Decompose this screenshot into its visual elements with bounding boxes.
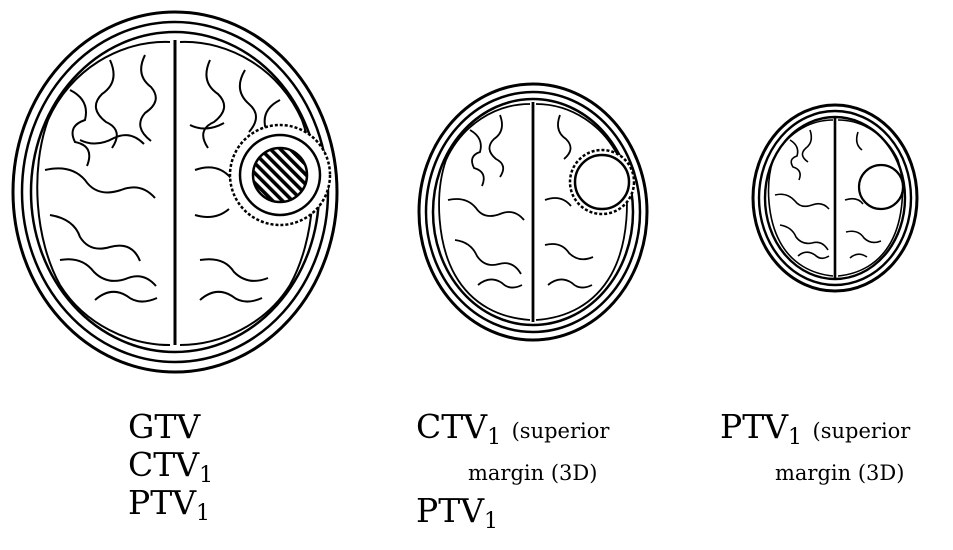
panel-3-labels: PTV1 (superior margin (3D): [720, 408, 910, 492]
head-axial-large: [13, 12, 337, 372]
ptv-cavity: [859, 165, 903, 209]
panel-1-labels: GTV CTV1 PTV1: [128, 408, 213, 522]
gtv-label: GTV: [128, 408, 213, 446]
head-axial-medium: [419, 84, 647, 340]
ctv1-margin-note: margin (3D): [416, 450, 609, 492]
ptv1-superior-label: PTV1 (superior: [720, 408, 910, 450]
ptv1-label: PTV1: [128, 484, 213, 522]
panel-2-labels: CTV1 (superior margin (3D) PTV1: [416, 408, 609, 530]
ctv1-superior-label: CTV1 (superior: [416, 408, 609, 450]
head-axial-small: [753, 105, 917, 291]
gtv-tumor: [253, 148, 307, 202]
ptv1-label-2: PTV1: [416, 492, 609, 530]
ctv-cavity: [575, 155, 629, 209]
ptv1-margin-note: margin (3D): [720, 450, 910, 492]
ctv1-label: CTV1: [128, 446, 213, 484]
